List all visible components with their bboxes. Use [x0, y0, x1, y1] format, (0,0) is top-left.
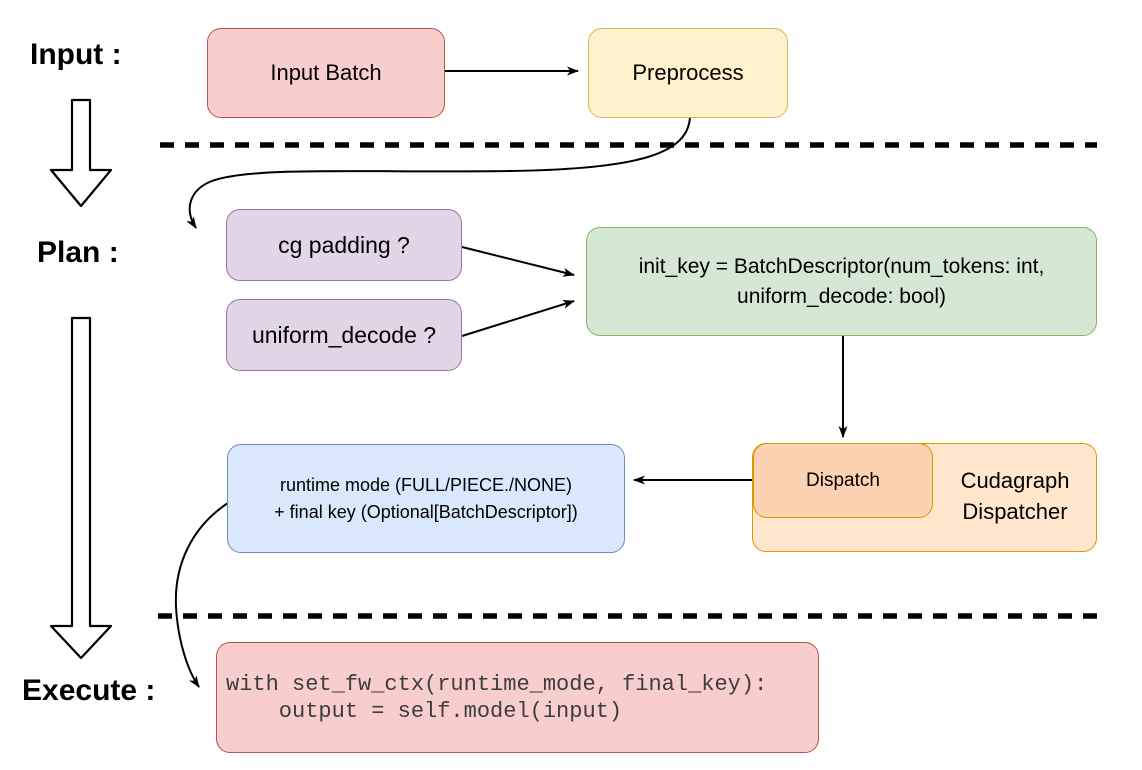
node-runtime-mode: runtime mode (FULL/PIECE./NONE) + final …	[227, 444, 625, 553]
execute-code-line1: with set_fw_ctx(runtime_mode, final_key)…	[226, 671, 768, 697]
node-dispatch: Dispatch	[753, 443, 933, 518]
cudagraph-dispatcher-line2: Dispatcher	[962, 499, 1068, 524]
plan-stage-arrow-icon	[49, 316, 113, 660]
node-init-key-line1: init_key = BatchDescriptor(num_tokens: i…	[638, 254, 1045, 278]
input-stage-arrow-icon	[49, 98, 113, 208]
arrow-cg-padding-to-init-key	[461, 246, 575, 277]
arrow-preprocess-to-cg-padding	[186, 117, 691, 229]
node-init-key-line2: uniform_decode: bool)	[737, 284, 946, 308]
node-uniform-decode-label: uniform_decode ?	[251, 321, 437, 348]
node-dispatch-label: Dispatch	[806, 469, 880, 491]
node-execute-code: with set_fw_ctx(runtime_mode, final_key)…	[216, 642, 819, 753]
stage-label-input: Input :	[30, 38, 122, 71]
node-preprocess: Preprocess	[588, 28, 788, 118]
node-input-batch-label: Input Batch	[270, 60, 382, 85]
stage-label-execute: Execute :	[22, 674, 156, 707]
cudagraph-dispatcher-line1: Cudagraph	[960, 468, 1070, 493]
node-runtime-mode-line2: + final key (Optional[BatchDescriptor])	[274, 501, 578, 522]
node-cg-padding: cg padding ?	[226, 209, 462, 281]
node-init-key: init_key = BatchDescriptor(num_tokens: i…	[586, 227, 1097, 336]
stage-label-plan: Plan :	[37, 236, 119, 269]
execute-code-line2: output = self.model(input)	[226, 698, 623, 724]
node-uniform-decode: uniform_decode ?	[226, 299, 462, 371]
arrow-uniform-decode-to-init-key	[461, 299, 575, 337]
node-runtime-mode-line1: runtime mode (FULL/PIECE./NONE)	[279, 474, 573, 495]
node-preprocess-label: Preprocess	[632, 60, 744, 85]
node-cg-padding-label: cg padding ?	[278, 231, 410, 258]
node-cudagraph-dispatcher-label: Cudagraph Dispatcher	[933, 465, 1097, 527]
node-input-batch: Input Batch	[207, 28, 445, 118]
arrow-runtime-mode-to-execute-code	[174, 500, 232, 688]
